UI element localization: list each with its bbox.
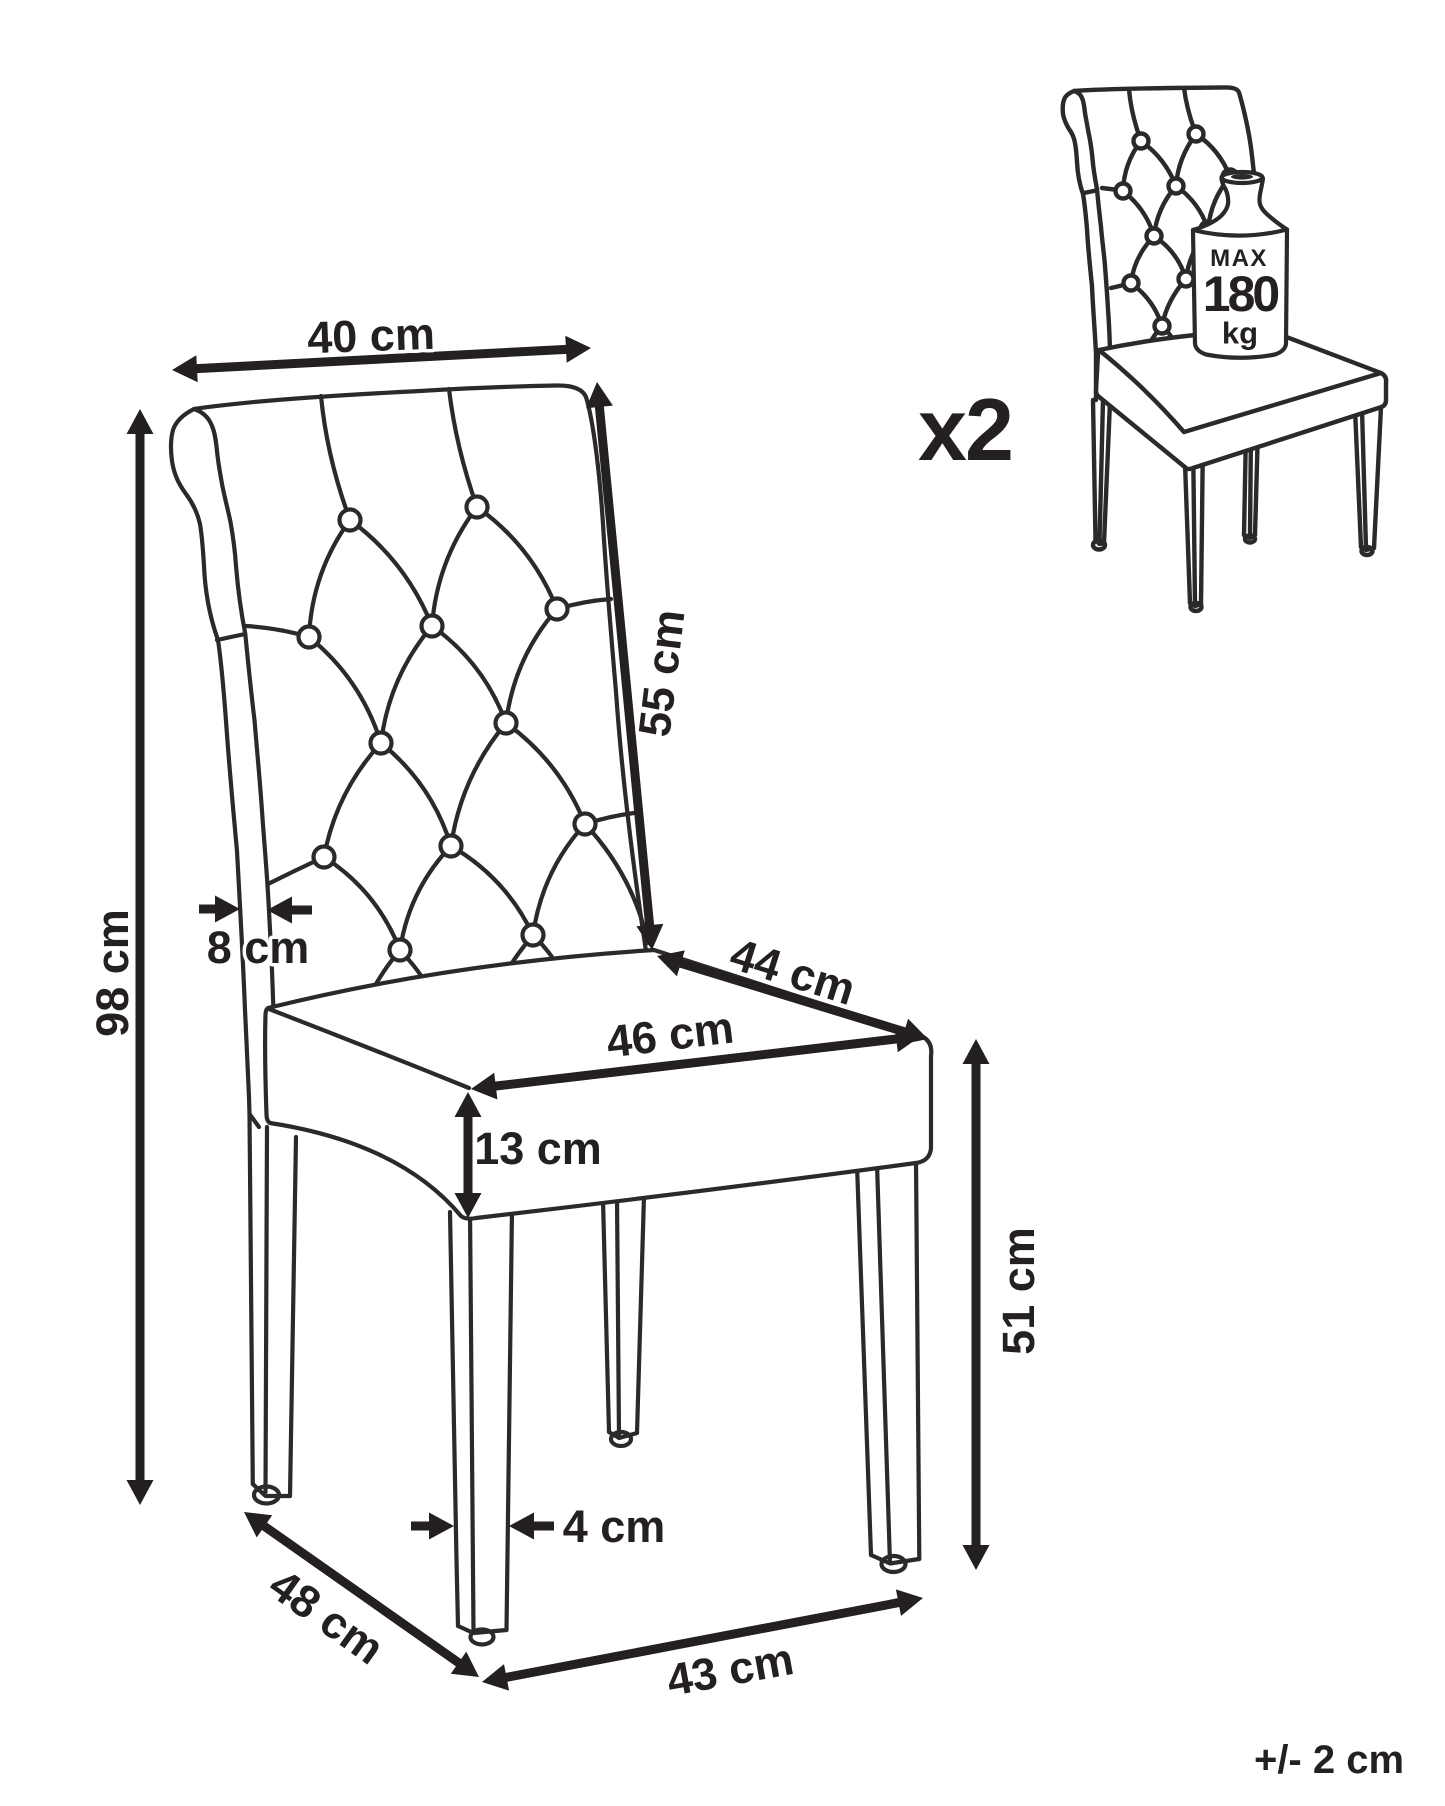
svg-text:40 cm: 40 cm: [306, 308, 435, 363]
svg-text:180: 180: [1203, 266, 1279, 322]
svg-text:8 cm: 8 cm: [207, 922, 310, 973]
svg-text:51 cm: 51 cm: [993, 1227, 1044, 1355]
svg-text:98 cm: 98 cm: [87, 909, 138, 1037]
svg-text:4 cm: 4 cm: [563, 1501, 666, 1552]
svg-text:13 cm: 13 cm: [474, 1123, 602, 1174]
svg-text:+/- 2 cm: +/- 2 cm: [1254, 1738, 1404, 1782]
svg-text:MAX: MAX: [1210, 245, 1268, 272]
svg-text:x2: x2: [918, 380, 1012, 479]
svg-text:kg: kg: [1222, 316, 1258, 351]
